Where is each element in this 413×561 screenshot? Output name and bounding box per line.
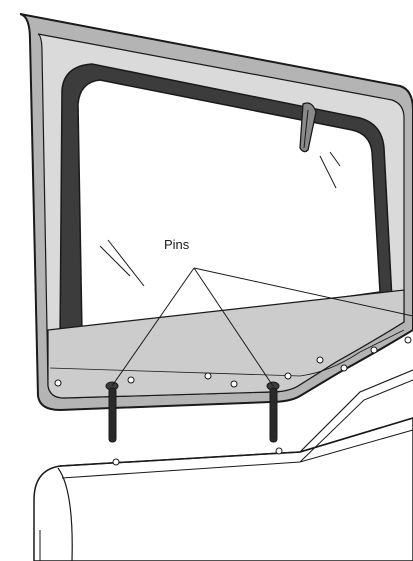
pins-label: Pins — [164, 237, 190, 252]
window-frame — [20, 14, 413, 410]
